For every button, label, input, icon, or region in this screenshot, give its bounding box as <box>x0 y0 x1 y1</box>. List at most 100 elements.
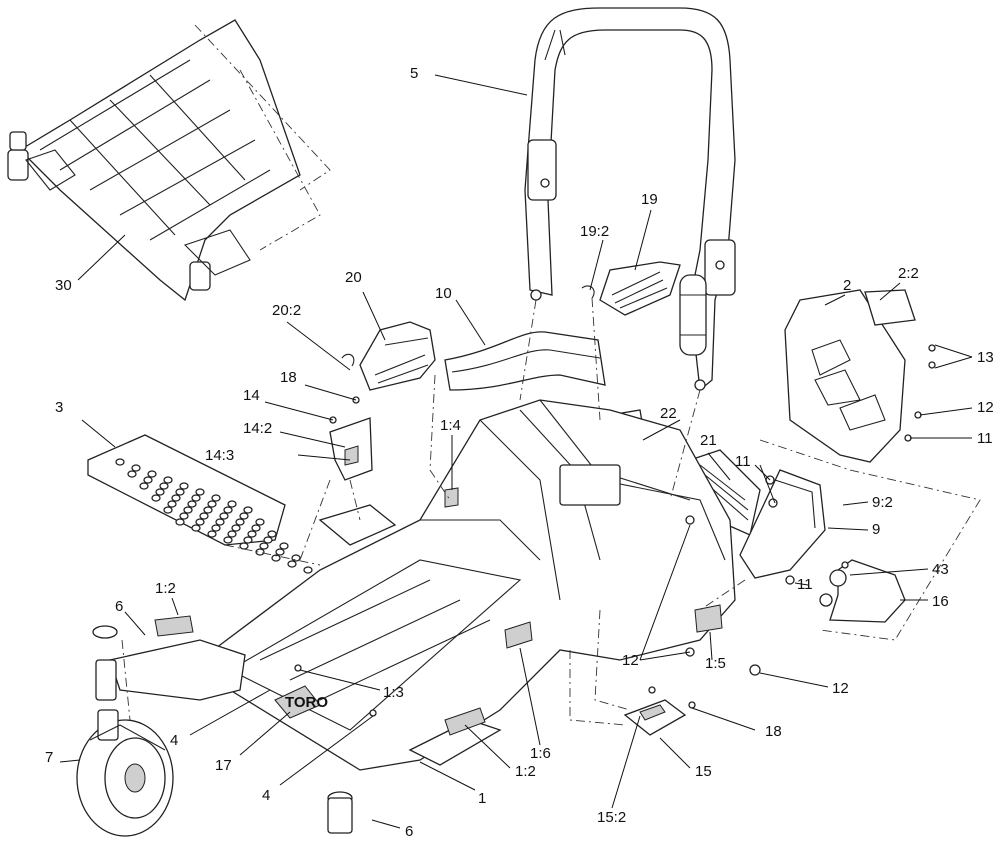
label-30: 30 <box>55 277 72 294</box>
label-2-2: 2:2 <box>898 265 919 282</box>
label-1-6: 1:6 <box>530 745 551 762</box>
step-plate-hole <box>219 512 229 520</box>
step-plate-hole <box>179 482 189 490</box>
step-plate-hole <box>211 524 221 532</box>
step-plate-hole <box>279 542 289 550</box>
step-plate-hole <box>255 518 265 526</box>
step-plate-hole <box>195 518 205 526</box>
step-plate-hole <box>239 512 249 520</box>
step-plate-part-3 <box>87 434 313 574</box>
step-plate-hole <box>147 470 157 478</box>
decal-part-1-5 <box>694 604 723 633</box>
step-plate-hole <box>163 506 173 514</box>
step-plate-hole <box>175 518 185 526</box>
step-plate-hole <box>115 458 125 466</box>
step-plate-hole <box>199 512 209 520</box>
plate-part-14 <box>329 396 373 481</box>
label-16: 16 <box>932 593 949 610</box>
step-plate-hole <box>131 464 141 472</box>
label-6-a: 6 <box>115 598 123 615</box>
step-plate-hole <box>159 482 169 490</box>
step-plate-hole <box>287 560 297 568</box>
label-20-2: 20:2 <box>272 302 301 319</box>
guard-part-16 <box>819 559 906 623</box>
label-19-2: 19:2 <box>580 223 609 240</box>
caster-wheel-part-7 <box>76 709 174 837</box>
label-6-b: 6 <box>405 823 413 840</box>
label-43: 43 <box>932 561 949 578</box>
decal-logo-text: TORO <box>285 694 328 711</box>
label-1-4: 1:4 <box>440 417 461 434</box>
label-14-3: 14:3 <box>205 447 234 464</box>
label-15-2: 15:2 <box>597 809 626 826</box>
label-1-2-a: 1:2 <box>155 580 176 597</box>
step-plate-hole <box>223 506 233 514</box>
bumper-part-9 <box>739 469 826 579</box>
step-plate-hole <box>151 494 161 502</box>
label-13: 13 <box>977 349 994 366</box>
step-plate-hole <box>187 500 197 508</box>
step-plate-hole <box>227 500 237 508</box>
step-plate-hole <box>171 494 181 502</box>
label-20: 20 <box>345 269 362 286</box>
inset-frame-part-30 <box>7 19 331 302</box>
step-plate-hole <box>263 536 273 544</box>
label-5: 5 <box>410 65 418 82</box>
label-21: 21 <box>700 432 717 449</box>
step-plate-hole <box>235 518 245 526</box>
step-plate-hole <box>255 548 265 556</box>
step-plate-hole <box>223 536 233 544</box>
step-plate-hole <box>251 524 261 532</box>
step-plate-hole <box>167 500 177 508</box>
label-12-c: 12 <box>832 680 849 697</box>
step-plate-hole <box>203 506 213 514</box>
decal-part-1-2 <box>154 615 486 736</box>
step-plate-hole <box>231 524 241 532</box>
main-frame-part-1 <box>199 399 736 771</box>
label-19: 19 <box>641 191 658 208</box>
label-17: 17 <box>215 757 232 774</box>
part-labels: 5 30 20 20:2 10 19 19:2 2 2:2 13 12 11 1… <box>45 65 994 840</box>
label-11-b: 11 <box>735 453 751 470</box>
label-3: 3 <box>55 399 63 416</box>
label-12-a: 12 <box>977 399 994 416</box>
label-1: 1 <box>478 790 486 807</box>
label-1-3: 1:3 <box>383 684 404 701</box>
label-18-a: 18 <box>280 369 297 386</box>
step-plate-hole <box>271 554 281 562</box>
plate-part-15 <box>623 686 696 736</box>
label-2: 2 <box>843 277 851 294</box>
label-14-2: 14:2 <box>243 420 272 437</box>
step-plate-hole <box>243 506 253 514</box>
bracket-part-20 <box>341 321 436 391</box>
step-plate-hole <box>195 488 205 496</box>
step-plate-hole <box>207 530 217 538</box>
step-plate-hole <box>139 482 149 490</box>
shock-cylinder <box>679 274 707 356</box>
label-9-2: 9:2 <box>872 494 893 511</box>
label-14: 14 <box>243 387 260 404</box>
step-plate-hole <box>191 524 201 532</box>
caster-socket-part-6 <box>92 625 353 834</box>
decal-part-1-6 <box>504 621 533 649</box>
decal-part-1-4 <box>444 487 459 508</box>
label-18-b: 18 <box>765 723 782 740</box>
step-plate-hole <box>267 530 277 538</box>
label-22: 22 <box>660 405 677 422</box>
step-plate-hole <box>275 548 285 556</box>
label-4-a: 4 <box>170 732 178 749</box>
channel-part-10 <box>444 331 606 391</box>
step-plate-hole <box>175 488 185 496</box>
label-1-2-b: 1:2 <box>515 763 536 780</box>
label-10: 10 <box>435 285 452 302</box>
step-plate-hole <box>215 518 225 526</box>
step-plate-hole <box>247 530 257 538</box>
step-plate-hole <box>127 470 137 478</box>
step-plate-hole <box>259 542 269 550</box>
caster-arm <box>109 639 246 701</box>
step-plate-hole <box>227 530 237 538</box>
label-11-c: 11 <box>797 576 813 593</box>
guard-plate-part-2 <box>784 289 936 463</box>
